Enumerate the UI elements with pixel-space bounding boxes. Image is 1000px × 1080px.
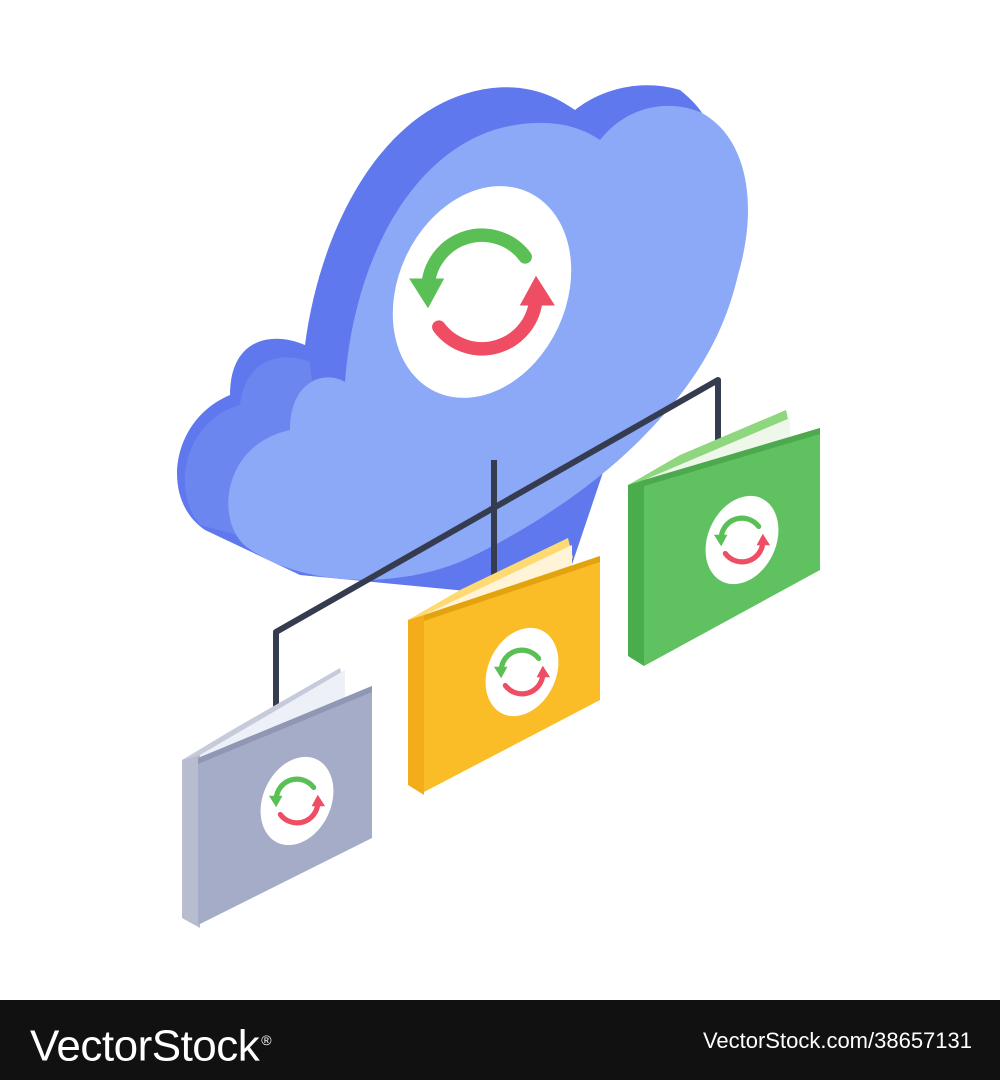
green-folder <box>628 410 820 666</box>
gray-folder <box>182 668 372 928</box>
yellow-folder-sync-badge <box>485 627 559 717</box>
illustration-canvas <box>177 85 820 928</box>
gray-folder-sync-badge <box>260 756 334 846</box>
vectorstock-logo: VectorStock® <box>30 1016 272 1071</box>
cloud-folder-sync-illustration <box>177 85 820 928</box>
brand-name: VectorStock <box>30 1021 260 1071</box>
watermark-footer: VectorStock® VectorStock.com/38657131 <box>0 1000 1000 1080</box>
green-folder-sync-badge <box>705 495 779 585</box>
registered-mark: ® <box>261 1032 272 1048</box>
cloud-sync-badge <box>392 186 572 398</box>
yellow-folder <box>408 538 600 795</box>
cloud <box>177 85 749 600</box>
image-id-label: VectorStock.com/38657131 <box>702 1028 972 1053</box>
